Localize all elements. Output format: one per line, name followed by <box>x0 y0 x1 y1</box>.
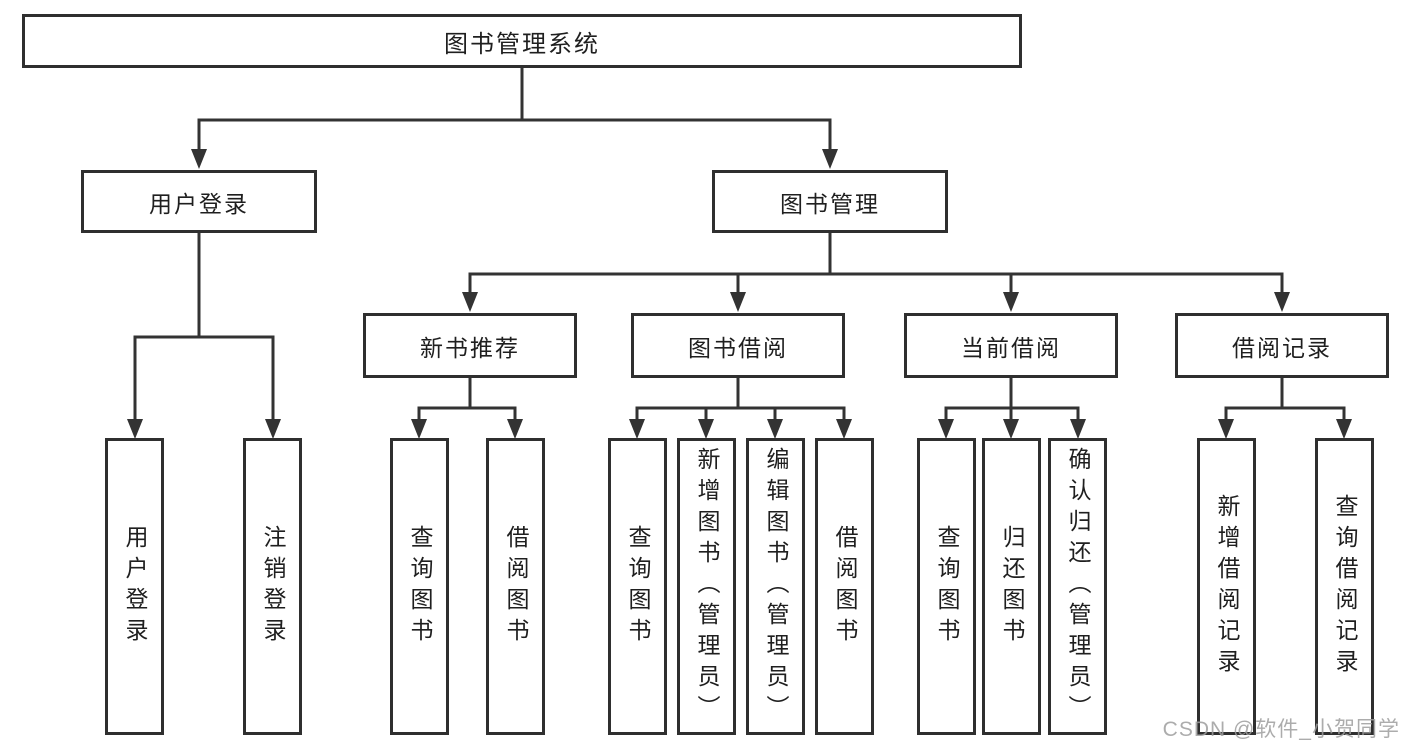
leaf-current-query-books: 查询图书 <box>917 438 976 735</box>
leaf-logout-label: 注销登录 <box>260 524 286 649</box>
csdn-watermark: CSDN @软件_小贺同学 <box>1162 718 1400 741</box>
leaf-current-confirm-return-admin-label: 确认归还（管理员） <box>1065 447 1091 726</box>
leaf-borrow-query-books-label: 查询图书 <box>625 524 651 649</box>
leaf-current-return-books: 归还图书 <box>982 438 1041 735</box>
leaf-user-login: 用户登录 <box>105 438 164 735</box>
group-borrow-records: 借阅记录 <box>1175 313 1389 378</box>
branch-book-management-label: 图书管理 <box>780 190 880 217</box>
leaf-logout: 注销登录 <box>243 438 302 735</box>
leaf-borrow-borrow-books: 借阅图书 <box>815 438 874 735</box>
leaf-borrow-edit-books-admin-label: 编辑图书（管理员） <box>763 447 789 726</box>
leaf-recommend-borrow-books-label: 借阅图书 <box>503 524 529 649</box>
leaf-recommend-borrow-books: 借阅图书 <box>486 438 545 735</box>
connector-management-to-groups <box>462 231 1290 312</box>
leaf-borrow-borrow-books-label: 借阅图书 <box>832 524 858 649</box>
group-book-borrow-label: 图书借阅 <box>688 334 788 361</box>
group-book-borrow: 图书借阅 <box>631 313 845 378</box>
connector-borrow-to-leaves <box>629 376 852 439</box>
branch-book-management: 图书管理 <box>712 170 948 233</box>
connector-records-to-leaves <box>1218 376 1352 439</box>
leaf-current-return-books-label: 归还图书 <box>999 524 1025 649</box>
group-borrow-records-label: 借阅记录 <box>1232 334 1332 361</box>
leaf-records-query-record-label: 查询借阅记录 <box>1332 493 1358 680</box>
group-new-book-recommend-label: 新书推荐 <box>420 334 520 361</box>
leaf-borrow-edit-books-admin: 编辑图书（管理员） <box>746 438 805 735</box>
connector-recommend-to-leaves <box>411 376 523 439</box>
leaf-records-add-record: 新增借阅记录 <box>1197 438 1256 735</box>
leaf-current-confirm-return-admin: 确认归还（管理员） <box>1048 438 1107 735</box>
node-root: 图书管理系统 <box>22 14 1022 68</box>
leaf-recommend-query-books: 查询图书 <box>390 438 449 735</box>
leaf-user-login-label: 用户登录 <box>122 524 148 649</box>
connector-login-to-leaves <box>127 231 281 439</box>
leaf-recommend-query-books-label: 查询图书 <box>407 524 433 649</box>
group-current-borrow: 当前借阅 <box>904 313 1118 378</box>
connector-root-to-branches <box>191 66 838 169</box>
leaf-current-query-books-label: 查询图书 <box>934 524 960 649</box>
leaf-borrow-add-books-admin-label: 新增图书（管理员） <box>694 447 720 726</box>
leaf-borrow-add-books-admin: 新增图书（管理员） <box>677 438 736 735</box>
leaf-records-add-record-label: 新增借阅记录 <box>1214 493 1240 680</box>
group-new-book-recommend: 新书推荐 <box>363 313 577 378</box>
branch-user-login: 用户登录 <box>81 170 317 233</box>
connector-current-to-leaves <box>938 376 1086 439</box>
node-root-label: 图书管理系统 <box>444 30 600 58</box>
leaf-records-query-record: 查询借阅记录 <box>1315 438 1374 735</box>
group-current-borrow-label: 当前借阅 <box>961 334 1061 361</box>
leaf-borrow-query-books: 查询图书 <box>608 438 667 735</box>
branch-user-login-label: 用户登录 <box>149 190 249 217</box>
